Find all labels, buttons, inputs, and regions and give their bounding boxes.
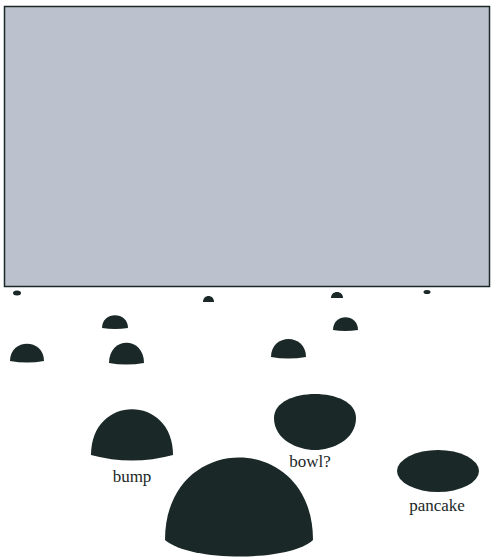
droplet	[424, 290, 431, 294]
panel	[5, 7, 490, 287]
droplet	[102, 315, 128, 329]
pancake-drop	[397, 450, 479, 492]
droplet	[109, 343, 144, 365]
droplet	[331, 292, 343, 298]
droplet	[10, 344, 44, 363]
shape-label: bump	[113, 468, 152, 487]
bump-drop	[91, 409, 173, 460]
shape-label: bowl?	[289, 453, 331, 472]
droplet	[203, 296, 214, 302]
droplet	[333, 317, 358, 331]
shape-label: pancake	[409, 497, 465, 516]
large-drop	[165, 458, 313, 557]
bowl-drop	[274, 394, 356, 450]
droplet	[13, 291, 21, 296]
droplet	[271, 339, 306, 359]
